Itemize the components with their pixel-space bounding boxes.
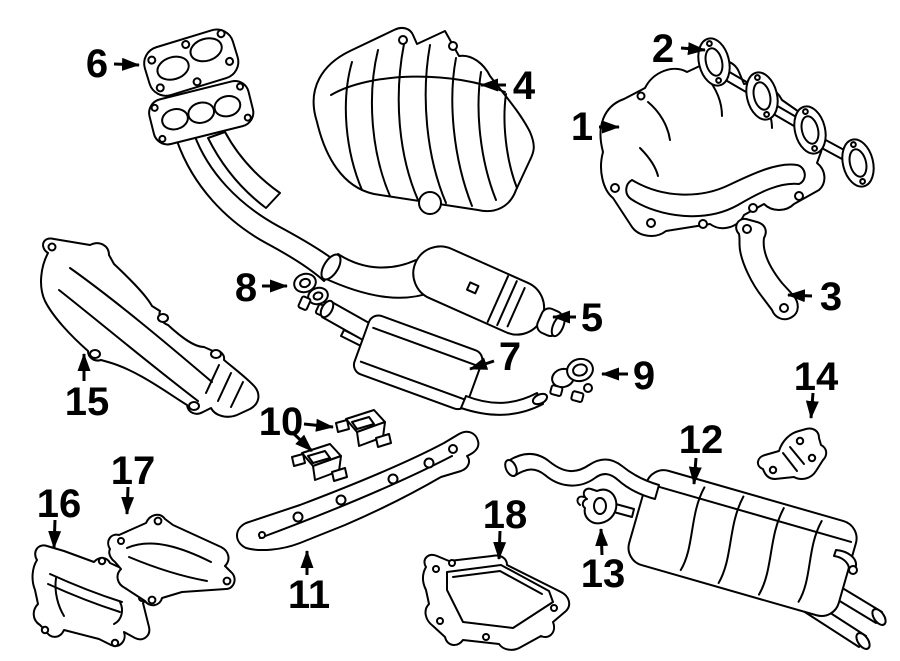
part-5-front-pipe-converter-drawing [148, 80, 566, 338]
part-number-label-13[interactable]: 13 [581, 552, 626, 596]
callout-small-heat-shield[interactable]: 16 [37, 482, 82, 549]
callout-arrow [48, 519, 62, 549]
part-15-front-heat-shield-drawing [40, 237, 260, 418]
part-number-label-8[interactable]: 8 [235, 266, 257, 310]
callout-support-rod[interactable]: 3 [787, 275, 842, 319]
callout-rear-heat-shield[interactable]: 18 [483, 493, 528, 560]
part-number-label-11[interactable]: 11 [288, 573, 330, 617]
part-number-label-17[interactable]: 17 [111, 449, 156, 493]
part-4-manifold-heat-shield-drawing [312, 26, 535, 215]
part-number-label-16[interactable]: 16 [37, 482, 82, 526]
callout-long-heat-shield[interactable]: 11 [288, 550, 330, 617]
part-10-bracket-b-drawing [291, 443, 348, 482]
part-number-label-1[interactable]: 1 [571, 105, 593, 149]
callout-exhaust-manifold[interactable]: 1 [571, 105, 620, 149]
callout-mounting-brackets[interactable]: 10 [259, 400, 334, 453]
callout-rear-bracket[interactable]: 14 [794, 355, 839, 419]
callout-arrow [493, 530, 507, 560]
part-number-label-9[interactable]: 9 [633, 354, 655, 398]
callout-arrow [680, 42, 706, 56]
callout-front-clamp[interactable]: 8 [235, 266, 288, 310]
part-number-label-3[interactable]: 3 [820, 275, 842, 319]
part-7-center-muffler-drawing [319, 299, 549, 416]
part-10-bracket-a-drawing [335, 409, 392, 448]
part-14-rear-bracket-drawing [757, 427, 828, 480]
parts-artwork [31, 26, 887, 651]
callout-arrow [595, 528, 609, 556]
part-number-label-6[interactable]: 6 [86, 42, 108, 86]
callout-arrow [469, 357, 495, 371]
part-8-front-clamp-drawing [293, 272, 329, 317]
part-number-label-7[interactable]: 7 [499, 335, 521, 379]
part-number-label-14[interactable]: 14 [794, 355, 839, 399]
part-number-label-18[interactable]: 18 [483, 493, 528, 537]
part-12-rear-muffler-drawing [504, 453, 887, 650]
part-number-label-10[interactable]: 10 [259, 400, 304, 444]
callout-arrow [805, 392, 819, 419]
callout-rear-clamp[interactable]: 9 [601, 354, 655, 398]
callout-arrow [303, 418, 334, 432]
callout-pipe-hanger[interactable]: 13 [581, 528, 626, 596]
part-17-mid-heat-shield-drawing [107, 513, 236, 607]
part-18-rear-heat-shield-drawing [422, 553, 571, 651]
callout-manifold-gasket[interactable]: 2 [652, 27, 706, 71]
callout-arrow [291, 431, 314, 453]
part-9-rear-clamp-drawing [549, 357, 594, 403]
callout-arrow [113, 57, 140, 71]
part-number-label-5[interactable]: 5 [581, 296, 603, 340]
part-number-label-15[interactable]: 15 [65, 380, 110, 424]
part-13-pipe-hanger-drawing [576, 487, 618, 525]
callout-front-heat-shield[interactable]: 15 [65, 353, 110, 424]
callout-front-pipe-converter[interactable]: 5 [552, 296, 603, 340]
callout-center-muffler[interactable]: 7 [469, 335, 521, 379]
part-11-long-heat-shield-drawing [236, 430, 480, 552]
callout-arrow [688, 457, 702, 485]
part-3-support-rod-drawing [735, 217, 799, 321]
part-2-manifold-gasket-drawing [697, 37, 875, 188]
part-1-exhaust-manifold-drawing [599, 58, 826, 237]
callout-arrow [121, 486, 135, 515]
callout-manifold-heat-shield[interactable]: 4 [480, 64, 536, 108]
callout-mid-heat-shield[interactable]: 17 [111, 449, 156, 515]
callout-arrow [787, 289, 813, 303]
part-number-label-4[interactable]: 4 [513, 64, 536, 108]
part-number-label-12[interactable]: 12 [679, 418, 724, 462]
callout-rear-muffler[interactable]: 12 [679, 418, 724, 485]
callout-flange-gasket[interactable]: 6 [86, 42, 140, 86]
part-number-label-2[interactable]: 2 [652, 27, 674, 71]
part-6-flange-gasket-drawing [143, 28, 240, 97]
